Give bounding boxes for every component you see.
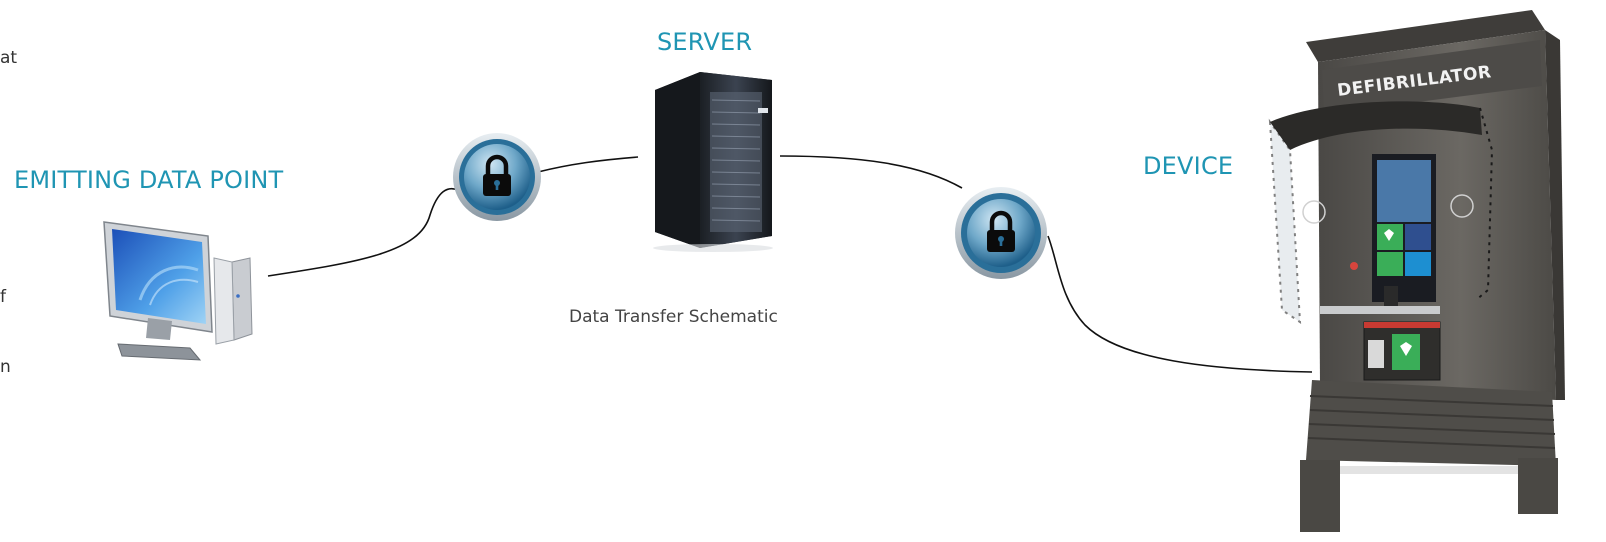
- side-text-fragment: f: [0, 287, 6, 307]
- diagram-caption: Data Transfer Schematic: [569, 307, 778, 327]
- connector-server-to-lock: [779, 155, 963, 189]
- server-rack-icon: [653, 72, 773, 252]
- connector-lock-to-server: [537, 156, 639, 173]
- connector-lock-to-device: [1047, 235, 1313, 373]
- emitting-data-point-label: EMITTING DATA POINT: [14, 166, 284, 194]
- side-text-fragment: at: [0, 48, 18, 68]
- padlock-icon: [955, 187, 1047, 279]
- connector-lines: [267, 155, 1313, 373]
- device-label: DEVICE: [1143, 152, 1234, 180]
- connector-computer-to-lock: [267, 187, 459, 277]
- padlock-icon: [453, 133, 541, 221]
- desktop-computer-icon: [103, 221, 253, 361]
- defibrillator-kiosk-icon: DEFIBRILLATOR: [1268, 10, 1565, 532]
- server-label: SERVER: [657, 28, 753, 56]
- side-text-fragment: n: [0, 357, 11, 377]
